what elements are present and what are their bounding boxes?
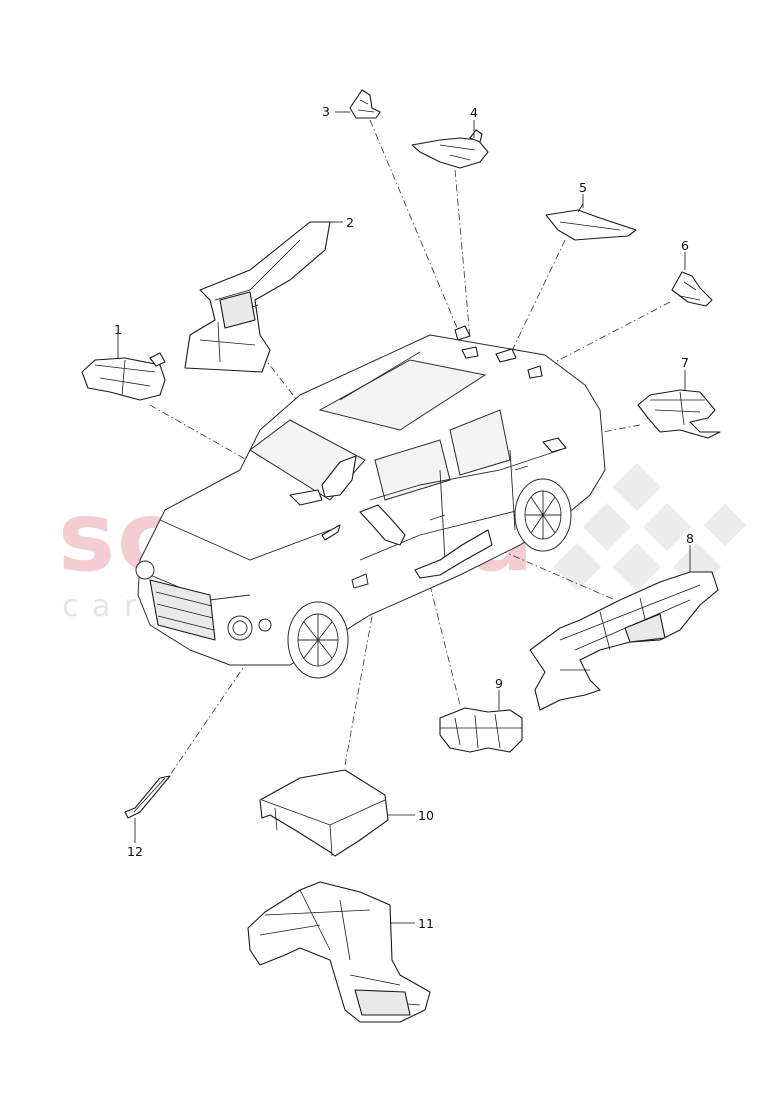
front-side-window [374, 439, 451, 501]
callout-11[interactable]: 11 [418, 916, 434, 931]
callout-2[interactable]: 2 [346, 215, 354, 230]
callout-8[interactable]: 8 [686, 531, 694, 546]
part-8-tunnel-duct[interactable] [529, 571, 719, 711]
callout-7[interactable]: 7 [681, 355, 689, 370]
part-4-bracket[interactable] [411, 129, 489, 169]
part-12-clip[interactable] [124, 775, 171, 819]
part-11-duct[interactable] [247, 881, 431, 1023]
callout-10[interactable]: 10 [418, 808, 434, 823]
part-3-bracket[interactable] [349, 89, 381, 119]
callout-1[interactable]: 1 [114, 322, 122, 337]
callout-4[interactable]: 4 [470, 105, 478, 120]
callout-3[interactable]: 3 [322, 104, 330, 119]
part-10-cover[interactable] [259, 769, 389, 857]
callout-6[interactable]: 6 [681, 238, 689, 253]
part-6-bracket[interactable] [671, 271, 713, 307]
part-5-panel[interactable] [545, 203, 637, 241]
part-2-duct[interactable] [184, 221, 331, 373]
part-9-duct[interactable] [439, 707, 523, 753]
part-1-duct[interactable] [81, 352, 166, 401]
callout-9[interactable]: 9 [495, 676, 503, 691]
callout-labels: 1 2 3 4 5 6 7 8 9 10 11 12 [114, 104, 694, 931]
callout-leaders [117, 111, 691, 924]
part-7-duct[interactable] [637, 389, 721, 439]
callout-12[interactable]: 12 [127, 844, 143, 859]
sunroof [318, 359, 487, 431]
callout-5[interactable]: 5 [579, 180, 587, 195]
rear-side-window [449, 409, 511, 476]
vehicle-body [135, 325, 606, 679]
